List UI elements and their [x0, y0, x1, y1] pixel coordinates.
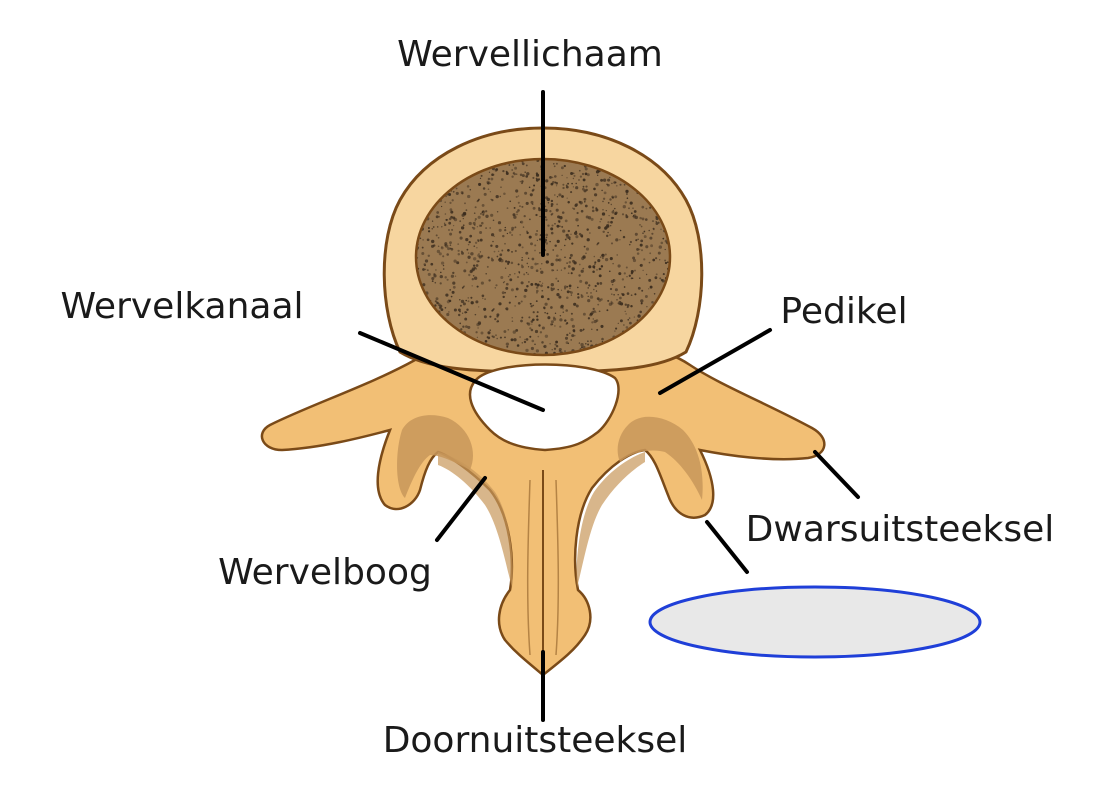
leader-transverse-lower — [705, 520, 749, 574]
left-lamina-shadow — [397, 415, 474, 498]
label-dwarsuitsteeksel: Dwarsuitsteeksel — [746, 509, 1055, 550]
label-pedikel: Pedikel — [780, 291, 907, 332]
label-doornuitsteeksel: Doornuitsteeksel — [383, 720, 688, 761]
leader-transverse — [813, 450, 860, 499]
spinous-process-highlight — [526, 479, 560, 656]
leader-canal — [358, 331, 545, 412]
label-wervelboog: Wervelboog — [218, 552, 432, 593]
label-wervelkanaal: Wervelkanaal — [60, 286, 303, 327]
highlight-ellipse — [648, 585, 982, 659]
arch-inner-shadow-right — [576, 452, 645, 588]
label-wervellichaam: Wervellichaam — [397, 34, 663, 75]
leader-pedicle — [658, 328, 772, 395]
leader-arch — [435, 476, 487, 542]
right-lamina-shadow — [617, 416, 703, 500]
arch-inner-shadow-left — [438, 452, 513, 588]
vertebral-canal — [468, 363, 620, 452]
